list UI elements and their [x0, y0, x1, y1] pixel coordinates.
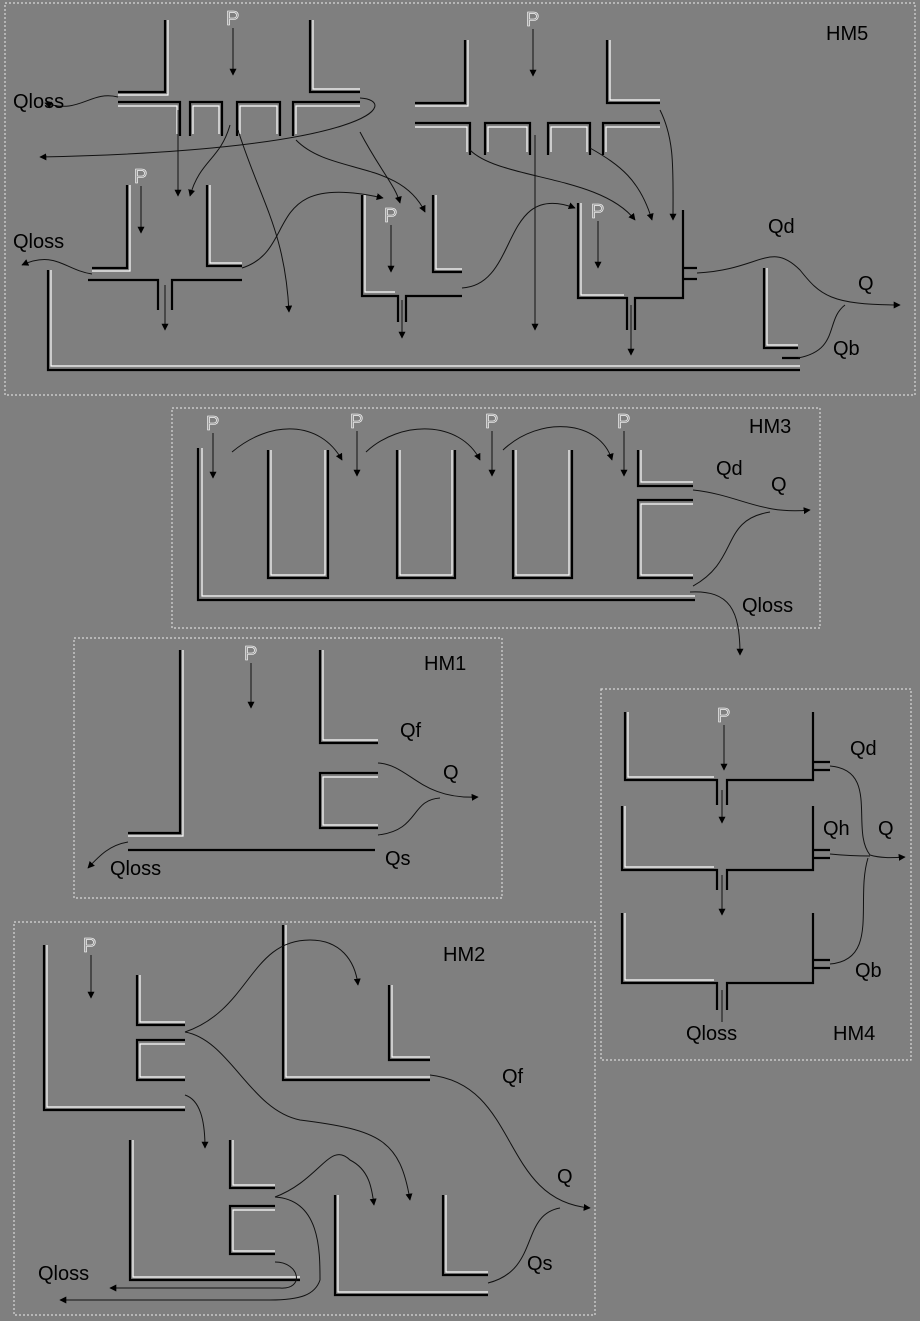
- hm4-module: HM4 P Qd Qh Q Qb Qloss: [600, 688, 912, 1061]
- hm1-title: HM1: [424, 653, 466, 675]
- hm2-qloss-label: Qloss: [38, 1263, 89, 1285]
- hm5-p-label-2: P: [526, 9, 539, 31]
- hm3-tanks: [196, 448, 695, 602]
- hm4-qh-label: Qh: [823, 818, 850, 840]
- hm1-module: HM1 P Qf Q Qs Qloss: [73, 637, 503, 899]
- hm2-title: HM2: [443, 944, 485, 966]
- hm4-panel: [600, 688, 912, 1061]
- hm3-qloss-label: Qloss: [742, 595, 793, 617]
- hm5-reservoir-lower-left: [88, 185, 242, 310]
- hm5-reservoir-row-2: [415, 40, 660, 155]
- hm3-p-label-2: P: [350, 411, 363, 433]
- hm5-p-label-5: P: [591, 201, 604, 223]
- hm1-flow-paths: [87, 762, 479, 869]
- hm1-tanks: [128, 650, 378, 852]
- hm5-reservoir-row-1: [118, 20, 360, 136]
- hm2-precipitation-inputs: P: [83, 935, 97, 999]
- hm4-title: HM4: [833, 1023, 875, 1045]
- hm5-panel: [4, 2, 916, 396]
- hm2-panel: [13, 921, 596, 1316]
- hm3-p-label-4: P: [617, 411, 630, 433]
- hm3-panel: [171, 407, 821, 629]
- hm5-title: HM5: [826, 23, 868, 45]
- hm4-qb-label: Qb: [855, 960, 882, 982]
- hm3-title: HM3: [749, 416, 791, 438]
- hm5-baseflow-store: [46, 268, 800, 372]
- hm5-reservoir-lower-right: [576, 203, 697, 330]
- hm3-p-label-3: P: [485, 411, 498, 433]
- hm3-p-label-1: P: [206, 413, 219, 435]
- hm5-p-label-1: P: [226, 8, 239, 30]
- hm5-qloss-bottom-label: Qloss: [13, 231, 64, 253]
- hm2-p-label: P: [83, 935, 96, 957]
- hm5-module: HM5: [4, 2, 916, 396]
- hm5-qb-label: Qb: [833, 338, 860, 360]
- hm1-qf-label: Qf: [400, 720, 422, 742]
- hm2-qf-label: Qf: [502, 1066, 524, 1088]
- hm3-q-label: Q: [771, 474, 787, 496]
- hm3-flow-paths: [231, 426, 811, 656]
- hm4-tanks: [620, 712, 830, 1010]
- hm4-qd-label: Qd: [850, 738, 877, 760]
- hm4-p-label: P: [717, 705, 730, 727]
- hm5-reservoir-lower-mid: [360, 195, 462, 322]
- hm5-q-label: Q: [858, 273, 874, 295]
- hm5-qd-label: Qd: [768, 216, 795, 238]
- hm5-flow-paths: [21, 95, 901, 359]
- hm4-flow-paths: [718, 765, 906, 1022]
- hm4-qloss-label: Qloss: [686, 1023, 737, 1045]
- hm3-qd-label: Qd: [716, 458, 743, 480]
- hm5-precipitation-inputs: P P P P P: [134, 8, 605, 273]
- hm3-precipitation-inputs: P P P P: [206, 411, 631, 479]
- hm5-qloss-top-label: Qloss: [13, 91, 64, 113]
- hm1-q-label: Q: [443, 762, 459, 784]
- hm1-panel: [73, 637, 503, 899]
- hm2-flow-paths: [59, 939, 591, 1304]
- hm5-p-label-4: P: [384, 205, 397, 227]
- hm2-tanks: [42, 925, 488, 1297]
- hm4-q-label: Q: [878, 818, 894, 840]
- hm1-qs-label: Qs: [385, 848, 411, 870]
- hm3-module: HM3 P P P P: [171, 407, 821, 656]
- hm2-module: HM2 P: [13, 921, 596, 1316]
- hm1-qloss-label: Qloss: [110, 858, 161, 880]
- hm5-p-label-3: P: [134, 166, 147, 188]
- hm2-qs-label: Qs: [527, 1253, 553, 1275]
- hm2-q-label: Q: [557, 1166, 573, 1188]
- hm1-p-label: P: [244, 643, 257, 665]
